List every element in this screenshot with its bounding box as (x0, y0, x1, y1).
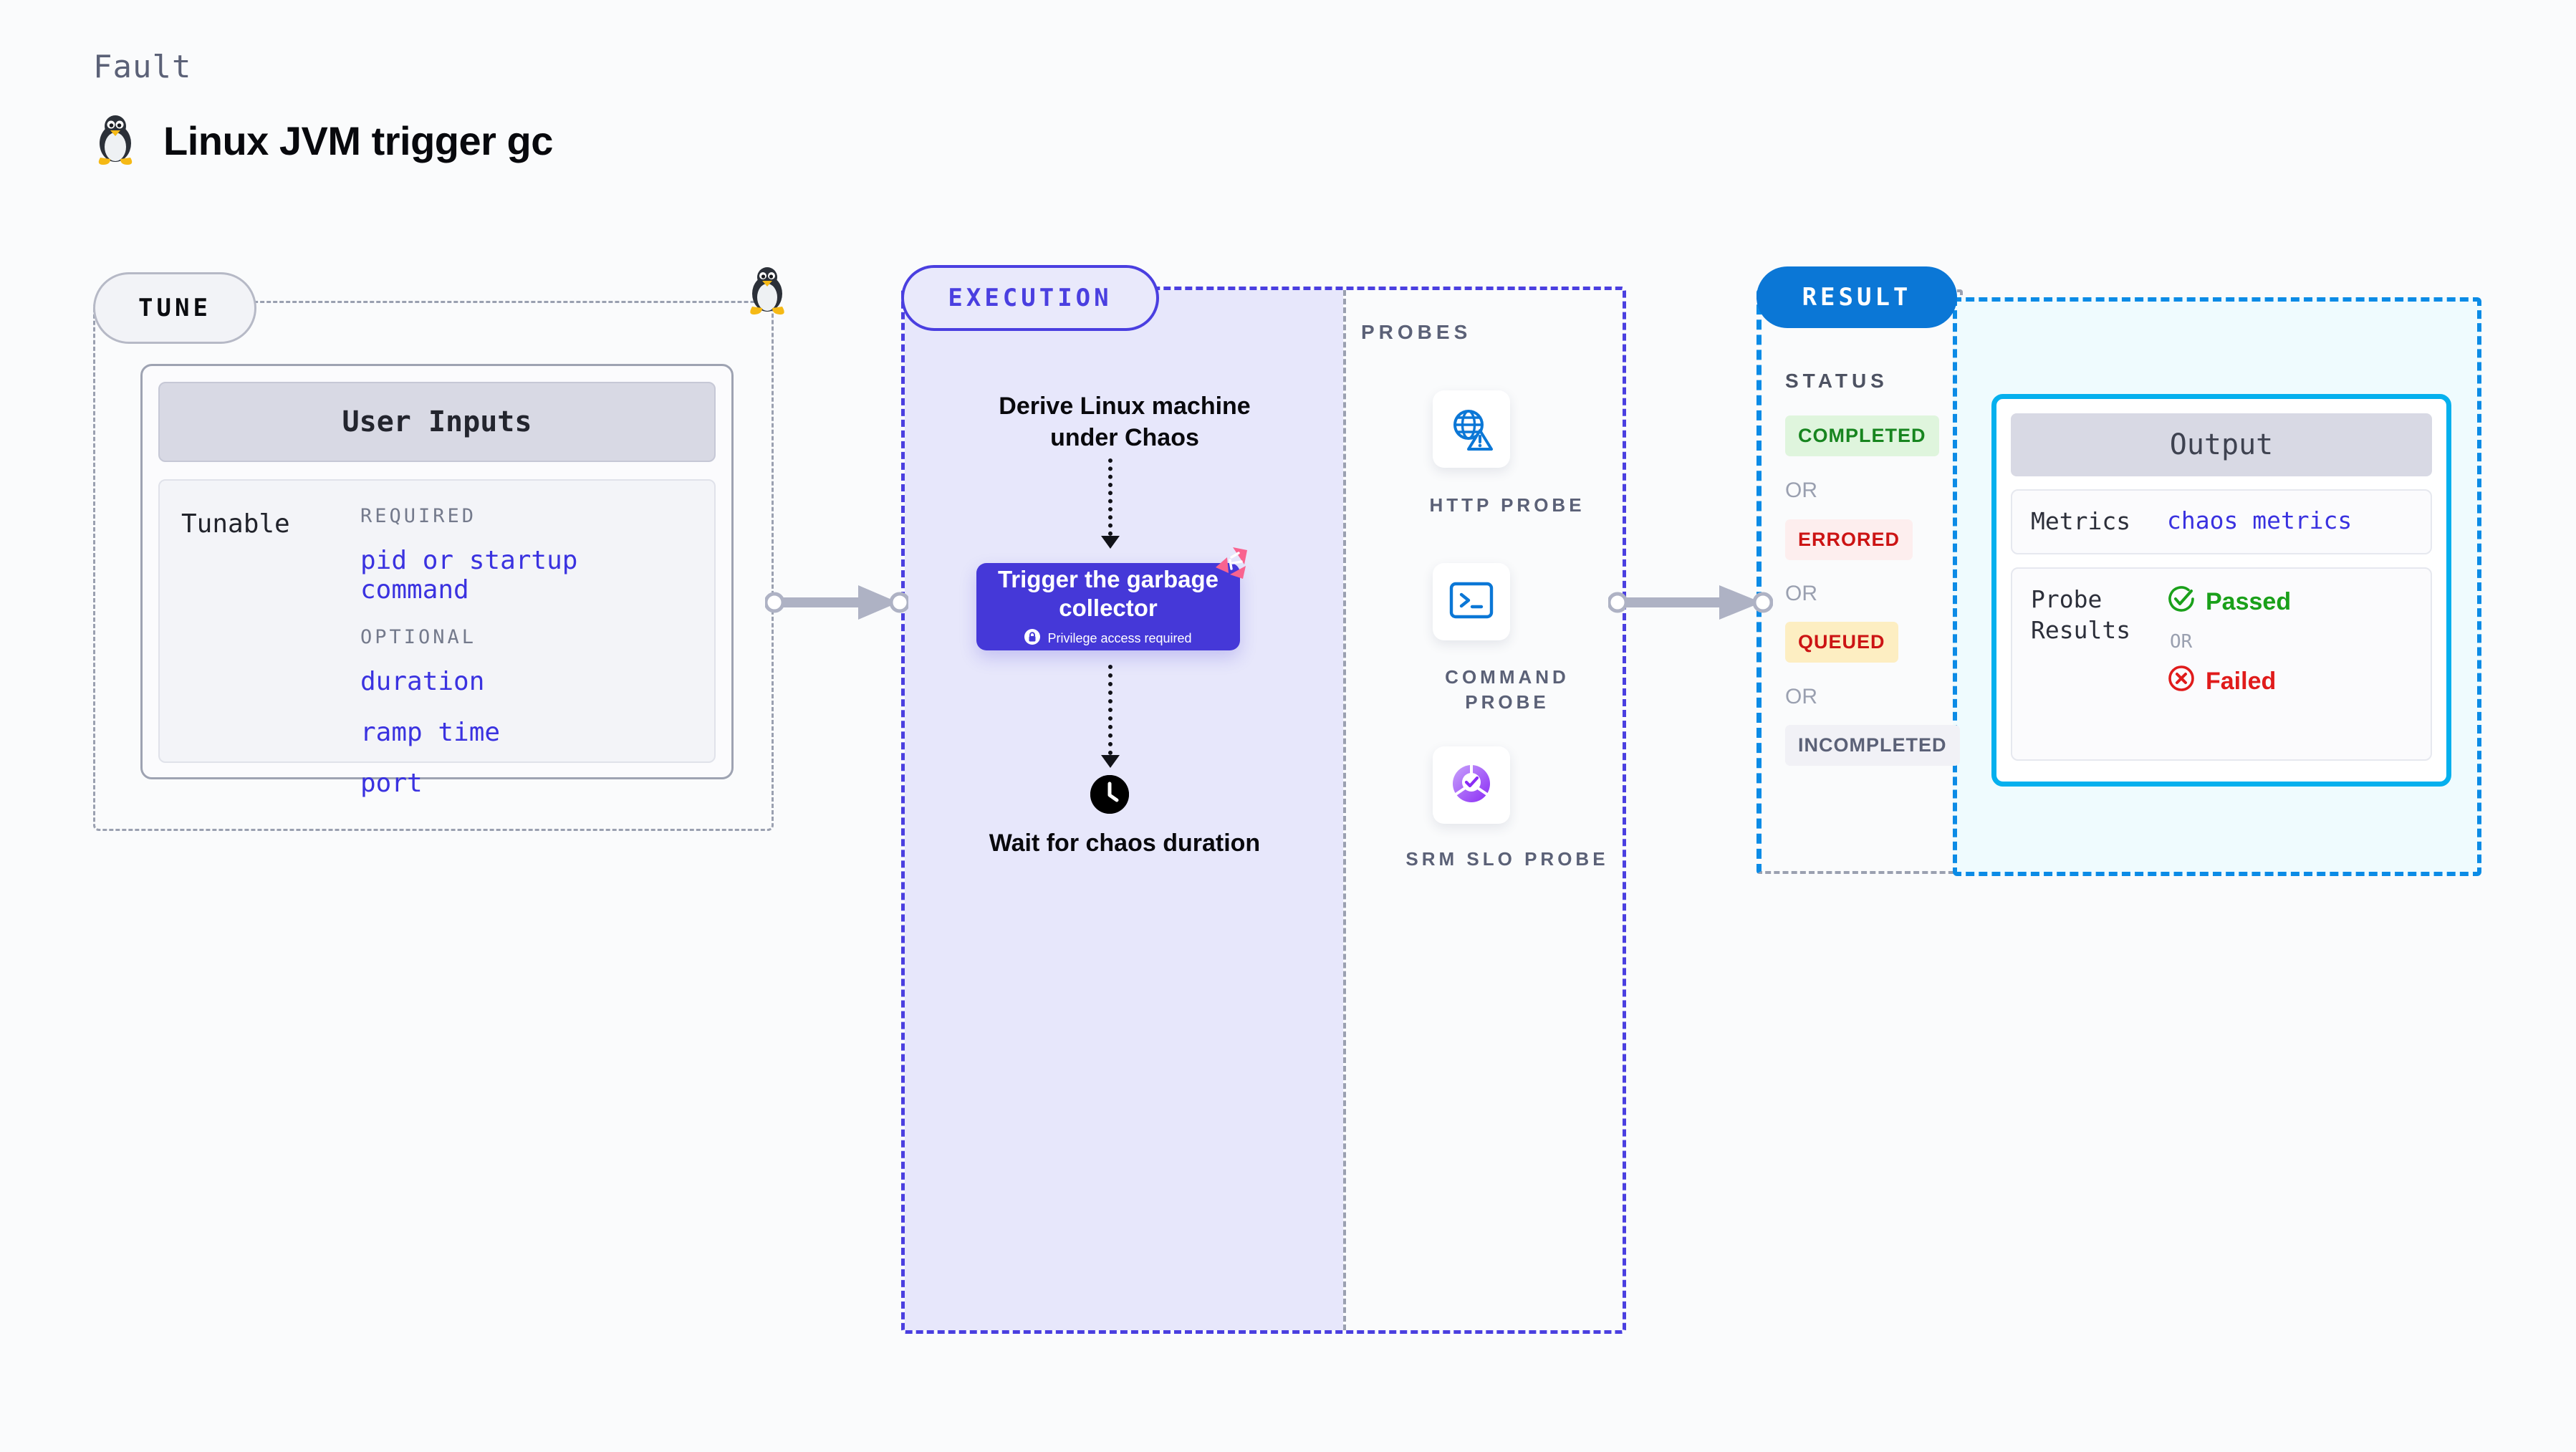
status-or-2: OR (1785, 582, 1817, 605)
status-badge-queued: QUEUED (1785, 622, 1898, 663)
tune-badge[interactable]: TUNE (93, 272, 256, 344)
page-title: Linux JVM trigger gc (163, 117, 553, 163)
probe-result-or: OR (2170, 630, 2193, 653)
user-inputs-card: User Inputs Tunable REQUIRED pid or star… (140, 364, 734, 798)
privilege-note-text: Privilege access required (1047, 631, 1192, 646)
srm-slo-probe-card[interactable] (1433, 746, 1510, 824)
page-kicker: Fault (93, 49, 192, 85)
globe-warning-icon (1448, 405, 1494, 454)
check-circle-icon (2167, 585, 2196, 620)
execution-to-result-arrow (1607, 584, 1774, 625)
probes-title: PROBES (1361, 321, 1472, 343)
status-or-3: OR (1785, 685, 1817, 708)
execution-badge[interactable]: EXECUTION (901, 265, 1159, 331)
user-inputs-header: User Inputs (158, 382, 716, 462)
probes-divider (1343, 290, 1346, 1330)
tune-edge-penguin-icon (745, 265, 789, 320)
clock-icon (1090, 775, 1129, 814)
status-title: STATUS (1785, 370, 1888, 392)
trigger-garbage-collector-node[interactable]: Trigger the garbage collector Privilege … (976, 563, 1240, 650)
required-group-title: REQUIRED (360, 505, 477, 527)
probe-result-failed-label: Failed (2206, 667, 2277, 695)
step-wait-for-chaos-duration: Wait for chaos duration (989, 830, 1261, 857)
tune-container (93, 301, 774, 831)
probe-result-passed: Passed (2167, 585, 2291, 620)
lock-icon (1024, 629, 1041, 648)
execution-container (901, 287, 1626, 1334)
tune-to-execution-arrow (764, 584, 910, 625)
status-badge-completed: COMPLETED (1785, 415, 1939, 456)
metrics-row: Metrics chaos metrics (2011, 489, 2432, 554)
terminal-icon (1449, 582, 1494, 622)
metrics-label: Metrics (2031, 507, 2131, 535)
metrics-value[interactable]: chaos metrics (2167, 506, 2352, 534)
probe-results-row: Probe Results Passed OR (2011, 567, 2432, 761)
tunable-label: Tunable (181, 509, 290, 539)
derive-to-trigger-connector (1108, 458, 1112, 536)
field-pid-or-startup-command[interactable]: pid or startup command (360, 546, 578, 605)
output-header: Output (2011, 413, 2432, 476)
command-probe-label: COMMAND PROBE (1445, 666, 1570, 713)
command-probe-card[interactable] (1433, 563, 1510, 640)
trigger-to-wait-arrowhead (1101, 755, 1120, 768)
field-duration[interactable]: duration (360, 667, 485, 696)
probe-results-values: Passed OR Failed (2167, 585, 2291, 744)
field-port[interactable]: port (360, 769, 423, 798)
optional-group-title: OPTIONAL (360, 626, 477, 648)
result-badge[interactable]: RESULT (1756, 266, 1957, 328)
status-badge-errored: ERRORED (1785, 519, 1913, 560)
execution-fill (905, 290, 1343, 1330)
probe-result-passed-label: Passed (2206, 587, 2292, 615)
privilege-note: Privilege access required (1024, 629, 1192, 648)
page-title-row: Linux JVM trigger gc (93, 115, 553, 166)
tunable-fields: REQUIRED pid or startup command OPTIONAL… (360, 505, 693, 798)
status-badge-incompleted: INCOMPLETED (1785, 725, 1960, 766)
trigger-node-title: Trigger the garbage collector (997, 565, 1219, 621)
http-probe-label: HTTP PROBE (1429, 494, 1585, 516)
linux-penguin-icon (93, 115, 138, 166)
http-probe-card[interactable] (1433, 390, 1510, 468)
step-derive-machine: Derive Linux machine under Chaos (999, 393, 1251, 452)
probe-results-label: Probe Results (2031, 585, 2131, 644)
slo-donut-check-icon (1448, 761, 1494, 810)
srm-slo-probe-label: SRM SLO PROBE (1405, 848, 1609, 870)
field-ramp-time[interactable]: ramp time (360, 718, 501, 747)
derive-to-trigger-arrowhead (1101, 536, 1120, 549)
probe-result-failed: Failed (2167, 664, 2291, 699)
output-card: Output Metrics chaos metrics Probe Resul… (1991, 394, 2451, 787)
status-or-1: OR (1785, 479, 1817, 502)
trigger-to-wait-connector (1108, 665, 1112, 755)
x-circle-icon (2167, 664, 2196, 699)
tunable-row: Tunable REQUIRED pid or startup command … (158, 479, 716, 798)
chaos-fault-badge-icon (1214, 546, 1250, 580)
